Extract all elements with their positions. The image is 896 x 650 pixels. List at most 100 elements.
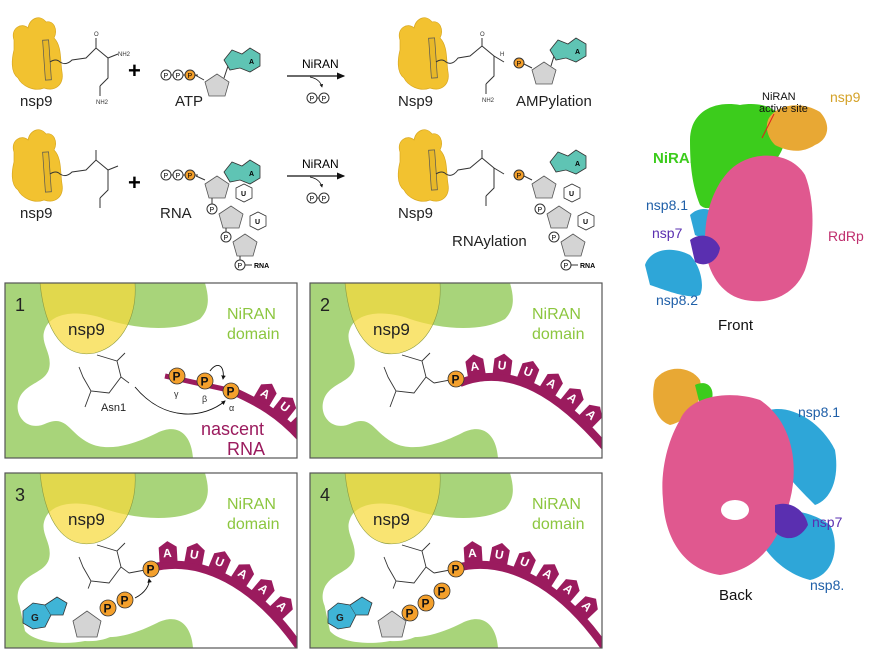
nascent-rna-label-line1: nascent <box>201 419 264 439</box>
enzyme-label: NiRAN <box>302 157 339 171</box>
phosphate-label: P <box>164 73 169 80</box>
rna-base: A <box>269 596 293 620</box>
panel-border <box>4 472 298 649</box>
asparagine-structure <box>78 352 130 408</box>
rna-base: A <box>539 373 563 397</box>
rna-base: A <box>578 404 602 429</box>
hydrogen-label: H <box>500 52 504 58</box>
phosphate-icon <box>417 594 435 612</box>
rna-base: A <box>574 596 598 620</box>
phosphate-label: P <box>176 73 181 80</box>
rna-base: A <box>556 579 580 603</box>
panel-number: 3 <box>15 485 25 505</box>
rna-base: A <box>560 388 584 412</box>
nsp8-2-density <box>645 249 702 297</box>
adenine-icon <box>223 47 261 73</box>
guanine-label: G <box>336 613 344 624</box>
nsp9-protein-icon <box>11 17 63 90</box>
niran-label-line2: domain <box>227 326 279 343</box>
label-product: Nsp9 <box>398 93 433 110</box>
phosphate-icon <box>116 591 134 609</box>
phosphate-letter: P <box>406 607 414 621</box>
phosphate-letter: P <box>438 585 446 599</box>
label-rna: RNA <box>160 205 192 222</box>
nsp9-region <box>344 473 441 545</box>
panel-number: 4 <box>320 485 330 505</box>
label-back: Back <box>719 587 753 604</box>
phosphate-icon <box>447 560 465 578</box>
guanine-icon <box>22 602 52 630</box>
nascent-rna-label-line2: RNA <box>227 439 265 459</box>
label-atp: ATP <box>175 93 203 110</box>
label-nsp7-back: nsp7 <box>812 514 843 530</box>
phosphate-label: P <box>188 73 193 80</box>
nsp9-density <box>766 105 828 151</box>
nsp9-label: nsp9 <box>373 510 410 529</box>
label-nsp9-structure: nsp9 <box>830 89 861 105</box>
rna-base-letter: A <box>469 359 480 374</box>
label-nsp8-1-back: nsp8.1 <box>798 404 840 420</box>
phosphate-letter: P <box>227 385 235 399</box>
phosphate-letter: P <box>201 375 209 389</box>
rdrp-density <box>705 155 813 302</box>
phosphate-position-label: γ <box>174 389 179 399</box>
label-nsp8-2-back: nsp8. <box>810 577 844 593</box>
label-ampylation: AMPylation <box>516 93 592 110</box>
phosphate-icon <box>99 599 117 617</box>
oxygen-label: O <box>94 32 99 38</box>
phosphate-label: P <box>310 196 315 203</box>
rna-base: U <box>184 542 205 566</box>
phosphate-label: P <box>322 96 327 103</box>
label-nsp8-1-front: nsp8.1 <box>646 197 688 213</box>
label-rnaylation: RNAylation <box>452 233 527 250</box>
rna-tail-label: RNA <box>580 263 595 270</box>
nsp9-region <box>39 283 136 355</box>
niran-label-line1: NiRAN <box>532 496 581 513</box>
rna-base: A <box>463 541 483 563</box>
rna-base: U <box>290 412 297 436</box>
phosphate-label: P <box>517 173 522 180</box>
phosphate-letter: P <box>452 373 460 387</box>
label-nsp9: nsp9 <box>20 205 53 222</box>
rdrp-density-back <box>662 395 794 575</box>
guanine-icon <box>327 602 357 630</box>
gdp-pocket <box>18 581 128 643</box>
enzyme-label: NiRAN <box>302 57 339 71</box>
niran-label-line1: NiRAN <box>227 496 276 513</box>
ribose-icon <box>204 73 230 97</box>
rna-base: U <box>517 360 540 384</box>
asn1-label: Asn1 <box>101 402 126 414</box>
phosphate-label: P <box>224 235 229 242</box>
amide-label: NH2 <box>482 98 495 104</box>
phosphate-icon <box>222 382 240 400</box>
phosphate-icon <box>433 582 451 600</box>
nsp7-density <box>690 235 720 265</box>
phosphate-label: P <box>176 173 181 180</box>
phosphate-label: P <box>552 235 557 242</box>
nsp9-protein-icon <box>11 129 63 202</box>
label-nsp9: nsp9 <box>20 93 53 110</box>
nascent-rna-backbone <box>231 387 297 440</box>
rna-base-letter: A <box>163 546 173 561</box>
base-label: U <box>255 219 260 226</box>
phosphate-label: P <box>238 263 243 270</box>
phosphate-label: P <box>517 61 522 68</box>
phosphate-icon <box>401 604 419 622</box>
phosphate-label: P <box>210 207 215 214</box>
amide-label: NH2 <box>96 100 109 106</box>
panel-border <box>309 282 603 459</box>
transfer-arrow <box>134 578 152 599</box>
panel-border <box>309 472 603 649</box>
phosphate-label: P <box>564 263 569 270</box>
phosphate-label: P <box>164 173 169 180</box>
gdp-pocket <box>323 581 433 643</box>
nascent-rna-backbone <box>458 372 602 450</box>
phosphate-label: P <box>538 207 543 214</box>
phosphate-letter: P <box>452 563 460 577</box>
